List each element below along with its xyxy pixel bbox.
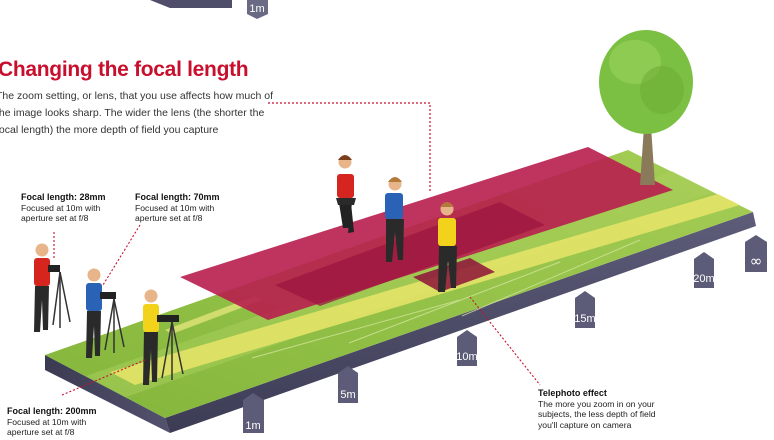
caption-70mm: Focal length: 70mm Focused at 10m with a…	[135, 192, 220, 224]
subject-red	[336, 155, 356, 233]
sharp-zone-70mm	[275, 202, 545, 306]
svg-text:1m: 1m	[245, 420, 260, 432]
subject-yellow	[438, 202, 457, 292]
grass-grid-lines	[251, 239, 641, 359]
svg-text:20m: 20m	[693, 273, 714, 285]
caption-200mm-line1: Focused at 10m with	[7, 416, 87, 427]
top-distance-marker: 1m	[247, 0, 268, 19]
path-strip	[110, 194, 740, 385]
distance-marker-1m: 1m	[243, 393, 264, 433]
caption-70mm-line2: aperture set at f/8	[135, 213, 203, 223]
subject-blue	[385, 177, 404, 262]
distance-marker-5m: 5m	[338, 366, 358, 403]
leader-lines	[53, 224, 541, 396]
path-strip-light	[165, 296, 262, 334]
guide-line-to-subjects	[268, 102, 431, 192]
caption-200mm-heading: Focal length: 200mm	[7, 406, 97, 416]
slab-front-face	[45, 355, 170, 433]
telephoto-effect-line1: The more you zoom in on your	[538, 398, 655, 409]
caption-70mm-line1: Focused at 10m with	[135, 202, 215, 213]
upper-panel-edge	[150, 0, 232, 8]
page-title: Changing the focal length	[0, 58, 249, 81]
caption-200mm: Focal length: 200mm Focused at 10m with …	[7, 406, 97, 438]
telephoto-effect-heading: Telephoto effect	[538, 388, 607, 398]
photographer-28mm	[34, 243, 71, 332]
caption-70mm-heading: Focal length: 70mm	[135, 192, 220, 202]
distance-marker-15m: 15m	[574, 291, 596, 328]
caption-28mm-heading: Focal length: 28mm	[21, 192, 106, 202]
caption-28mm-line2: aperture set at f/8	[21, 213, 89, 223]
distance-marker-infinity: ∞	[745, 235, 767, 272]
svg-text:∞: ∞	[750, 252, 763, 270]
photographer-70mm	[86, 268, 125, 358]
distance-marker-20m: 20m	[693, 252, 715, 288]
telephoto-effect-line2: subjects, the less depth of field	[538, 409, 656, 419]
svg-text:1m: 1m	[249, 3, 264, 15]
telephoto-effect-caption: Telephoto effect The more you zoom in on…	[538, 388, 656, 430]
svg-text:10m: 10m	[456, 351, 477, 363]
svg-text:5m: 5m	[340, 389, 355, 401]
photographer-200mm	[143, 289, 184, 385]
tree	[599, 30, 693, 185]
caption-28mm-line1: Focused at 10m with	[21, 202, 101, 213]
intro-text: The zoom setting, or lens, that you use …	[0, 90, 274, 136]
distance-marker-10m: 10m	[456, 330, 478, 366]
caption-28mm: Focal length: 28mm Focused at 10m with a…	[21, 192, 106, 224]
telephoto-effect-line3: you'll capture on camera	[538, 419, 632, 430]
svg-text:15m: 15m	[574, 313, 595, 325]
caption-200mm-line2: aperture set at f/8	[7, 427, 75, 437]
slab-side-face	[165, 212, 756, 433]
